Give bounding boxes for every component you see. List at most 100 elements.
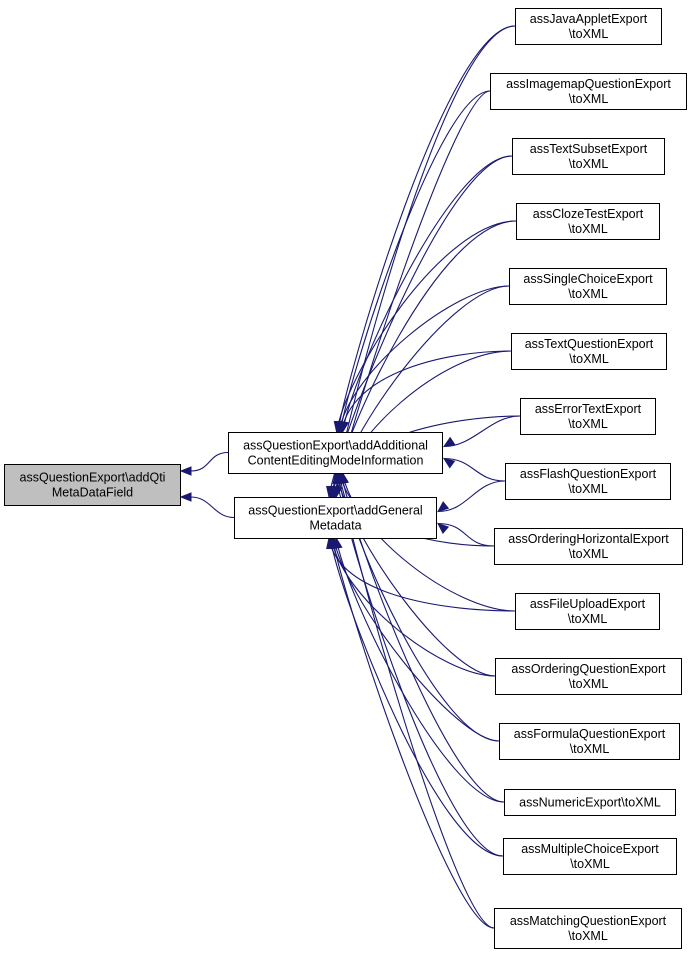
edge-line xyxy=(336,220,517,433)
edge-textq-to-addl xyxy=(338,350,512,434)
arrowhead-icon xyxy=(334,471,345,485)
node-label-line: \toXML xyxy=(569,92,609,106)
node-label-line: assFlashQuestionExport xyxy=(520,467,657,481)
node-label-line: \toXML xyxy=(569,677,609,691)
node-box xyxy=(515,593,660,630)
edge-line xyxy=(330,537,496,677)
node-box xyxy=(494,528,683,565)
node-box xyxy=(228,432,443,474)
edge-line xyxy=(190,496,235,519)
node-label-line: \toXML xyxy=(568,612,608,626)
node-label-line: assQuestionExport\addQti xyxy=(20,471,166,485)
node-errortext[interactable]: assErrorTextExport\toXML xyxy=(520,398,656,435)
edge-line xyxy=(342,155,513,433)
edge-errortext-to-addl xyxy=(442,415,521,448)
node-box xyxy=(509,268,667,305)
edge-single-to-addl xyxy=(336,285,510,434)
edge-addl-to-root xyxy=(179,451,229,476)
node-label-line: assClozeTestExport xyxy=(533,207,644,221)
edge-line xyxy=(329,537,504,857)
node-java[interactable]: assJavaAppletExport\toXML xyxy=(515,8,662,45)
node-label-line: assImagemapQuestionExport xyxy=(506,77,671,91)
arrowhead-icon xyxy=(442,436,456,448)
node-box xyxy=(515,8,662,45)
node-label-line: assFormulaQuestionExport xyxy=(514,727,666,741)
edge-line xyxy=(342,472,516,612)
node-label-line: \toXML xyxy=(569,27,609,41)
arrowhead-icon xyxy=(436,522,450,534)
node-fileupload[interactable]: assFileUploadExport\toXML xyxy=(515,593,660,630)
node-ordhoriz[interactable]: assOrderingHorizontalExport\toXML xyxy=(494,528,683,565)
edge-line xyxy=(437,480,506,513)
edge-ordhoriz-to-gen xyxy=(436,522,495,547)
node-formula[interactable]: assFormulaQuestionExport\toXML xyxy=(499,723,680,760)
edge-line xyxy=(443,415,521,448)
node-label-line: \toXML xyxy=(568,417,608,431)
arrowhead-icon xyxy=(179,492,192,502)
edge-line xyxy=(333,537,500,742)
arrowhead-icon xyxy=(179,466,192,476)
arrowhead-icon xyxy=(327,485,337,499)
edge-line xyxy=(332,25,516,498)
node-numeric[interactable]: assNumericExport\toXML xyxy=(504,789,676,816)
node-label-line: Metadata xyxy=(309,519,361,533)
edge-line xyxy=(337,25,516,433)
node-label-line: assQuestionExport\addGeneral xyxy=(248,504,422,518)
node-label-line: assMultipleChoiceExport xyxy=(521,842,659,856)
node-label-line: ContentEditingModeInformation xyxy=(248,454,424,468)
node-layer: assQuestionExport\addQtiMetaDataFieldass… xyxy=(4,8,687,949)
node-label-line: assOrderingQuestionExport xyxy=(511,662,666,676)
edge-line xyxy=(339,90,491,433)
node-matching[interactable]: assMatchingQuestionExport\toXML xyxy=(494,908,682,949)
node-box xyxy=(4,464,181,506)
node-box xyxy=(499,723,680,760)
edge-line xyxy=(332,537,495,929)
edge-line xyxy=(335,350,512,498)
node-label-line: \toXML xyxy=(569,547,609,561)
node-flash[interactable]: assFlashQuestionExport\toXML xyxy=(505,463,671,500)
edge-line xyxy=(335,537,505,803)
node-label-line: MetaDataField xyxy=(52,486,133,500)
node-label-line: assTextSubsetExport xyxy=(530,142,648,156)
edge-matching-to-gen xyxy=(329,536,495,929)
node-label-line: \toXML xyxy=(569,352,609,366)
node-ordq[interactable]: assOrderingQuestionExport\toXML xyxy=(495,658,682,695)
node-label-line: assJavaAppletExport xyxy=(530,12,648,26)
node-label-line: assOrderingHorizontalExport xyxy=(508,532,669,546)
node-single[interactable]: assSingleChoiceExport\toXML xyxy=(509,268,667,305)
node-multiple[interactable]: assMultipleChoiceExport\toXML xyxy=(503,838,677,875)
node-box xyxy=(504,789,676,816)
node-label-line: \toXML xyxy=(569,157,609,171)
node-box xyxy=(511,333,667,370)
arrowhead-icon xyxy=(436,501,450,513)
node-label-line: assFileUploadExport xyxy=(530,597,646,611)
node-label-line: assQuestionExport\addAdditional xyxy=(243,439,428,453)
node-box xyxy=(505,463,671,500)
node-textq[interactable]: assTextQuestionExport\toXML xyxy=(511,333,667,370)
node-label-line: \toXML xyxy=(570,857,610,871)
arrowhead-icon xyxy=(442,457,456,469)
node-textsubset[interactable]: assTextSubsetExport\toXML xyxy=(512,138,665,175)
node-box xyxy=(234,497,437,539)
edge-flash-to-gen xyxy=(436,480,506,513)
node-box xyxy=(512,138,665,175)
edge-line xyxy=(437,522,495,547)
node-box xyxy=(520,398,656,435)
node-label-line: \toXML xyxy=(568,929,608,943)
node-box xyxy=(503,838,677,875)
arrowhead-icon xyxy=(329,536,340,550)
edge-layer xyxy=(179,25,521,929)
edge-matching-to-addl xyxy=(334,471,495,929)
node-box xyxy=(495,658,682,695)
node-label-line: \toXML xyxy=(570,742,610,756)
node-label-line: \toXML xyxy=(568,287,608,301)
node-cloze[interactable]: assClozeTestExport\toXML xyxy=(516,203,660,240)
node-imagemap[interactable]: assImagemapQuestionExport\toXML xyxy=(490,73,687,110)
node-addl[interactable]: assQuestionExport\addAdditionalContentEd… xyxy=(228,432,443,474)
edge-gen-to-root xyxy=(179,492,235,519)
edge-line xyxy=(338,285,510,433)
node-label-line: \toXML xyxy=(568,222,608,236)
